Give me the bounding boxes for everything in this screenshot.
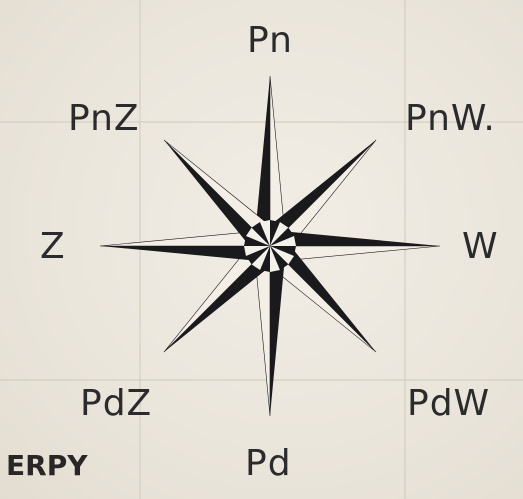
label-south-east-right: PdW	[407, 383, 490, 424]
stamp-text: ERPY	[6, 449, 88, 482]
label-north-east-right: PnW.	[405, 98, 496, 139]
label-west-left: Z	[40, 226, 66, 267]
label-north-west-left: PnZ	[68, 98, 140, 139]
compass-star	[100, 76, 440, 416]
label-north: Pn	[247, 20, 293, 61]
label-south: Pd	[245, 443, 292, 484]
label-south-west-left: PdZ	[80, 383, 152, 424]
label-east-right: W	[462, 226, 499, 267]
